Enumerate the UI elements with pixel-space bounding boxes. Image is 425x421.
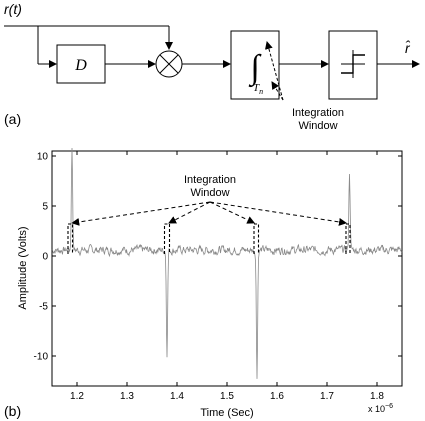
y-tick-label: 0 (42, 252, 48, 263)
integral-sign: ∫ (248, 49, 262, 88)
input-signal-label: r(t) (4, 1, 22, 17)
window-box (253, 223, 260, 254)
y-tick-label: 5 (42, 202, 48, 213)
window-boxes (67, 223, 351, 254)
panel-b-label: (b) (4, 403, 21, 419)
y-tick-label: -10 (34, 352, 49, 363)
x-tick-label: 1.5 (220, 391, 234, 402)
delay-block (56, 44, 106, 84)
multiplier-cross-b (159, 54, 179, 74)
window-label-b-line2: Window (190, 187, 229, 199)
output-label: r̂ (405, 39, 411, 56)
block-diagram: r(t) D ∫ Tn Integration Window r̂ (a) (4, 1, 420, 132)
signal-series-line (51, 147, 403, 379)
amplitude-chart: 10 5 0 -5 -10 1.2 1.3 1.4 1.5 1.6 1.7 1.8 Integrat… (4, 147, 403, 419)
window-annotation-arrow (168, 201, 211, 224)
y-tick-label: -5 (39, 302, 48, 313)
x-tick-label: 1.6 (270, 391, 284, 402)
y-tick-label: 10 (37, 152, 49, 163)
window-arrow-up (265, 41, 284, 101)
x-tick-label: 1.4 (170, 391, 184, 402)
x-tick-label: 1.7 (320, 391, 334, 402)
y-axis-label: Amplitude (Volts) (17, 226, 29, 309)
delay-label: D (74, 57, 87, 74)
panel-a-label: (a) (4, 111, 21, 127)
window-annotation-arrow (71, 201, 211, 226)
window-label-a-line1: Integration (292, 107, 344, 119)
window-annotation-arrows (71, 201, 347, 226)
window-box (345, 223, 351, 254)
window-box (67, 223, 74, 254)
y-axis-ticks: 10 5 0 -5 -10 (34, 152, 402, 363)
window-box (163, 223, 171, 254)
x-tick-label: 1.3 (120, 391, 134, 402)
window-label-b-line1: Integration (184, 174, 236, 186)
integrator-subscript: Tn (253, 82, 263, 96)
threshold-step-icon (341, 54, 365, 74)
window-annotation-arrow (209, 201, 256, 224)
x-tick-label: 1.8 (370, 391, 384, 402)
window-annotation-arrow (209, 201, 347, 226)
window-arrow-down (271, 81, 284, 101)
window-label-a-line2: Window (298, 120, 337, 132)
x-axis-ticks: 1.2 1.3 1.4 1.5 1.6 1.7 1.8 (70, 151, 384, 402)
x-axis-label: Time (Sec) (200, 407, 253, 419)
x-tick-label: 1.2 (70, 391, 84, 402)
x-scale-label: x 10−6 (368, 403, 393, 414)
